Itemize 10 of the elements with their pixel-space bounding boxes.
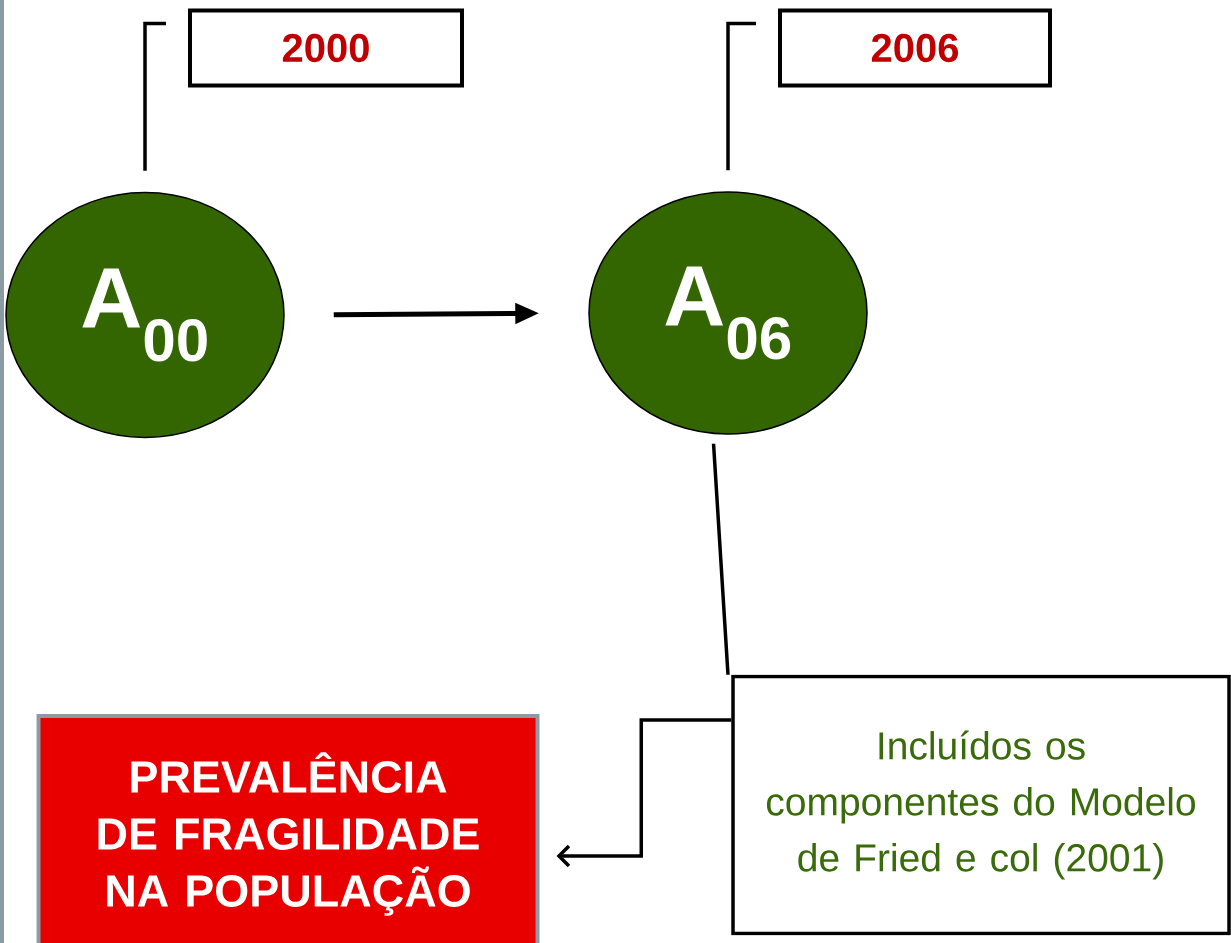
connector-line xyxy=(711,443,730,675)
title-box: PREVALÊNCIA DE FRAGILIDADE NA POPULAÇÃO xyxy=(36,714,540,943)
note-box: Incluídos os componentes do Modelo de Fried e col (2001) xyxy=(731,674,1231,936)
year-box: 2006 xyxy=(778,8,1052,88)
connector-line xyxy=(143,21,166,171)
year-box: 2000 xyxy=(188,8,464,88)
ellipse-node: A$_{06}$ xyxy=(588,191,868,435)
arrow xyxy=(556,718,732,868)
ellipse-node: A$_{00}$ xyxy=(5,191,285,439)
connector-line xyxy=(726,21,756,171)
